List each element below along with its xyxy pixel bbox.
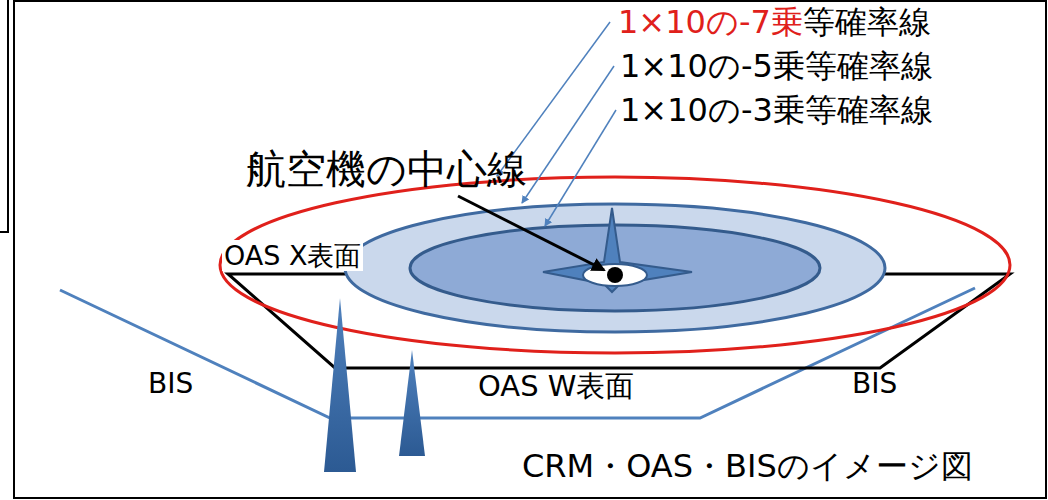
surface-label: OAS W表面	[478, 370, 634, 403]
leader-line	[545, 110, 616, 226]
obstacle	[324, 298, 356, 472]
centerline-label: 航空機の中心線	[246, 146, 527, 192]
frame-edge	[0, 0, 8, 232]
contour-label: 1×10の-7乗	[618, 4, 803, 41]
contour-1e-5	[345, 204, 885, 332]
surface-label: BIS	[148, 368, 193, 400]
frame	[14, 1, 1046, 498]
leader-arrow	[458, 196, 604, 270]
centerline-dot	[607, 267, 623, 283]
contour-label: 等確率線	[803, 4, 931, 41]
contour-label: 1×10の-3乗等確率線	[620, 92, 933, 129]
obstacle	[399, 350, 425, 456]
aircraft-body	[583, 264, 647, 286]
contour-label: 1×10の-5乗等確率線	[620, 48, 933, 85]
surface-label: OAS X表面	[222, 240, 363, 271]
figure-caption: CRM・OAS・BISのイメージ図	[520, 448, 975, 485]
surface-label: BIS	[852, 368, 897, 400]
